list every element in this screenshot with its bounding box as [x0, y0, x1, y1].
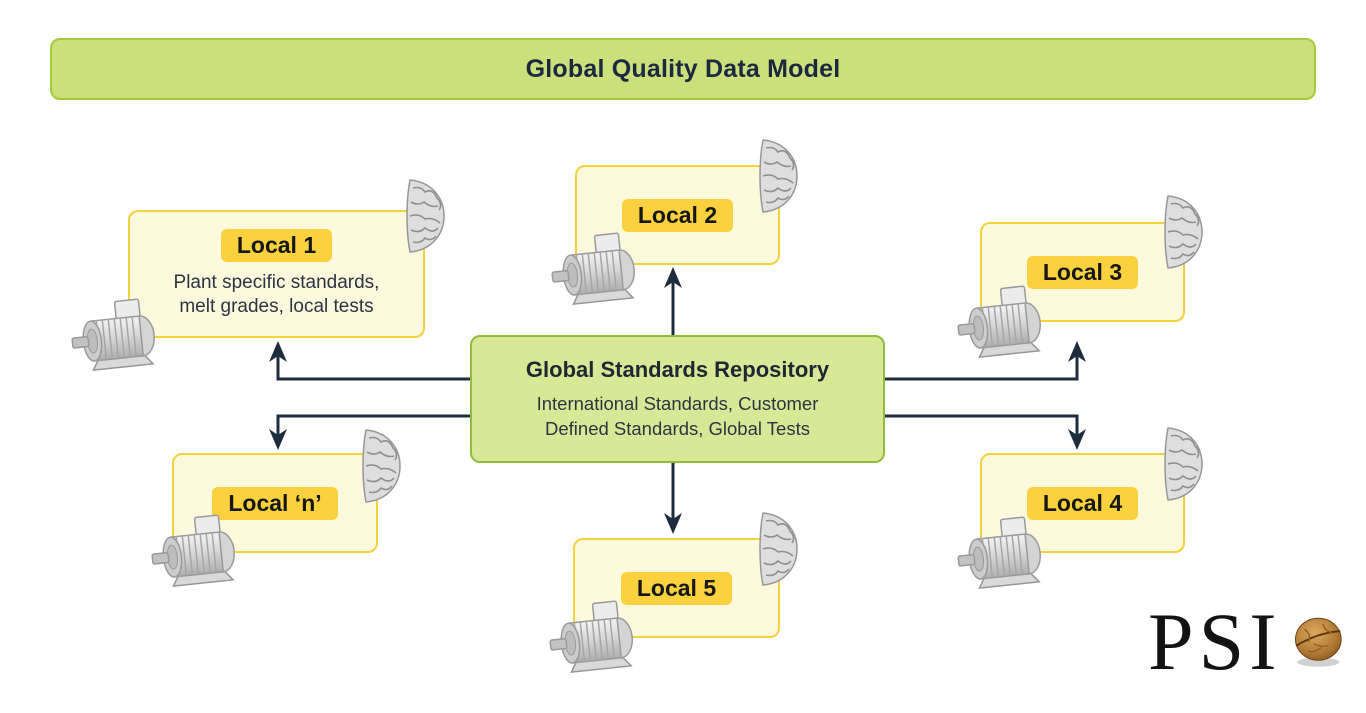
arrowhead-local-1 [269, 341, 287, 362]
half-brain-icon [1158, 192, 1206, 272]
walnut-icon [1290, 610, 1348, 674]
local-5-label: Local 5 [620, 571, 733, 605]
local-3-label: Local 3 [1026, 255, 1139, 289]
local-1-label: Local 1 [220, 229, 333, 263]
global-standards-repository-box: Global Standards Repository Internationa… [470, 335, 885, 463]
local-4-box: Local 4 [980, 453, 1185, 553]
electric-motor-icon [58, 291, 166, 381]
repository-title: Global Standards Repository [525, 356, 830, 382]
local-1-box: Local 1 Plant specific standards, melt g… [128, 210, 425, 338]
electric-motor-icon [138, 507, 246, 597]
electric-motor-icon [536, 593, 644, 683]
arrowhead-local-3 [1068, 341, 1086, 362]
local-2-label: Local 2 [621, 198, 734, 232]
local-4-label: Local 4 [1026, 486, 1139, 520]
electric-motor-icon [944, 278, 1052, 368]
line-repository-to-local-1 [276, 352, 472, 381]
half-brain-icon [400, 176, 448, 256]
half-brain-icon [1158, 424, 1206, 504]
half-brain-icon [356, 426, 404, 506]
arrowhead-local-4 [1068, 429, 1086, 450]
electric-motor-icon [538, 225, 646, 315]
arrowhead-local-5 [664, 513, 682, 534]
line-repository-to-local-4 [885, 414, 1079, 442]
half-brain-icon [753, 136, 801, 216]
diagram-title-banner: Global Quality Data Model [50, 38, 1316, 100]
diagram-title: Global Quality Data Model [525, 54, 841, 83]
half-brain-icon [753, 509, 801, 589]
arrowhead-local-2 [664, 267, 682, 288]
electric-motor-icon [944, 509, 1052, 599]
psi-logo-text: PSI [1148, 596, 1282, 687]
arrowhead-local-n [269, 429, 287, 450]
local-n-label: Local ‘n’ [212, 486, 338, 520]
psi-logo: PSI [1148, 596, 1348, 688]
local-1-description: Plant specific standards, melt grades, l… [173, 272, 380, 317]
repository-subtitle: International Standards, Customer Define… [536, 392, 819, 439]
